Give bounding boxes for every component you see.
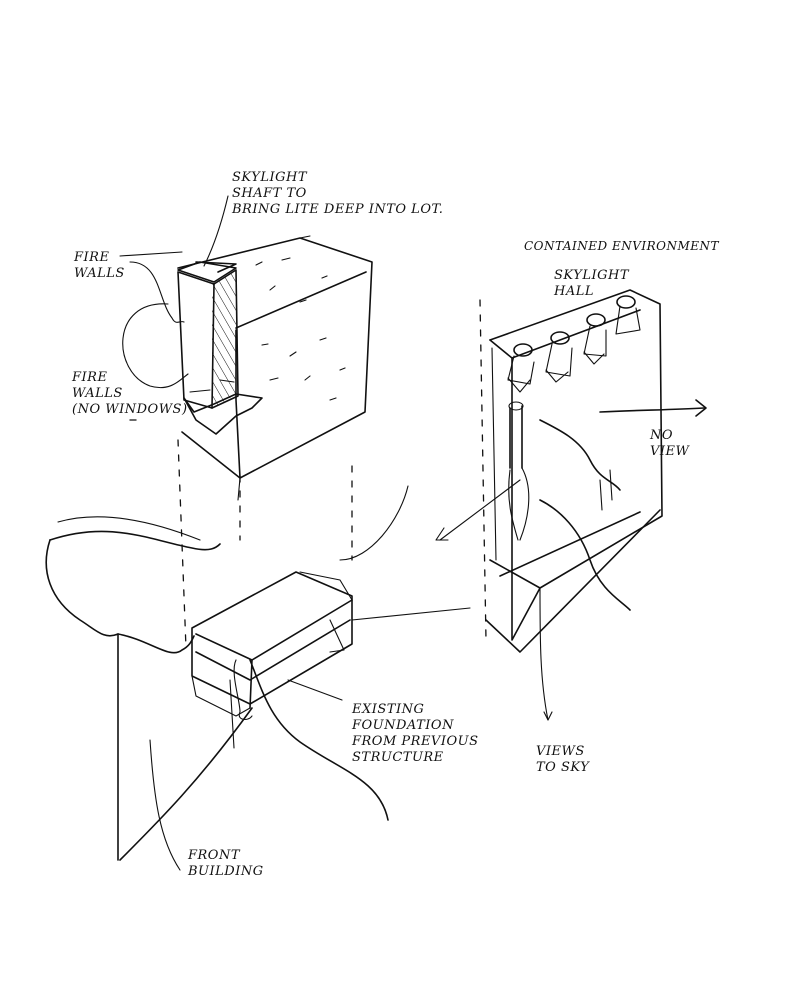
rear-building-block: [177, 235, 373, 501]
label-fire-walls-top: FIRE WALLS: [74, 250, 125, 281]
label-fire-walls-no-windows: FIRE WALLS (NO WINDOWS): [72, 370, 188, 417]
skylight-hall-openings: [507, 295, 641, 393]
fire-walls-leaders: [119, 195, 229, 389]
label-courtyard-environment: CONTAINED ENVIRONMENT: [524, 239, 720, 253]
sky-leaders: [339, 479, 521, 561]
courtyard-shaft: [508, 401, 631, 611]
label-skylight-shaft: SKYLIGHT SHAFT TO BRING LITE DEEP INTO L…: [232, 170, 444, 217]
label-existing-foundation: EXISTING FOUNDATION FROM PREVIOUS STRUCT…: [352, 702, 479, 765]
lot-lines: [129, 299, 487, 649]
label-no-view: NO VIEW: [650, 428, 690, 459]
courtyard-building: [485, 289, 663, 721]
label-views-to-sky: VIEWS TO SKY: [536, 744, 590, 775]
skylight-shaft: [177, 261, 263, 435]
existing-foundation-box: [191, 571, 471, 821]
front-building: [45, 516, 253, 871]
label-front-building: FRONT BUILDING: [188, 848, 264, 879]
no-view-arrow: [599, 399, 707, 417]
label-skylight-hall: SKYLIGHT HALL: [554, 268, 630, 299]
